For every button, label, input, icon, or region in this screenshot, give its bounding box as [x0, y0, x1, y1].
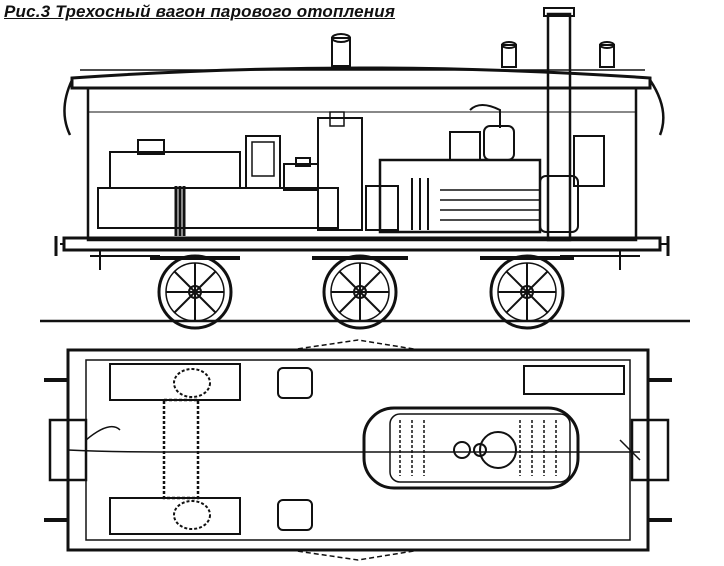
wheel-3 — [489, 254, 565, 330]
plan-view — [44, 339, 672, 561]
wheel-1 — [157, 254, 233, 330]
side-elevation — [40, 7, 690, 330]
figure-caption: Рис.3 Трехосный вагон парового отопления — [4, 2, 396, 21]
wheel-2 — [322, 254, 398, 330]
chimney — [546, 12, 572, 242]
